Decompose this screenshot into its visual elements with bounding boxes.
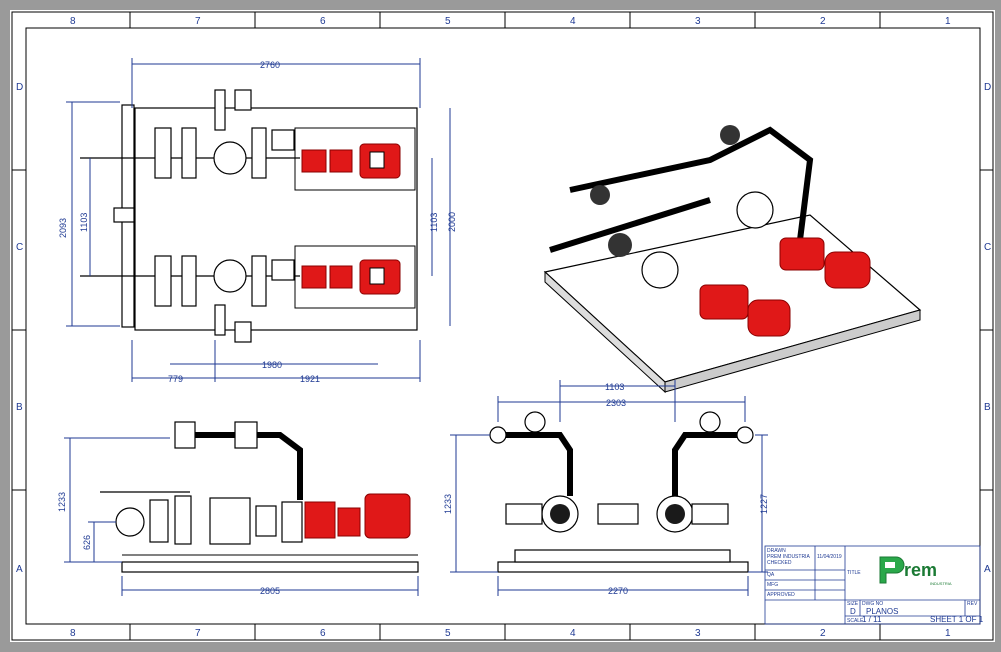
zone-bottom-4: 4 bbox=[570, 628, 576, 639]
plan-dimensions bbox=[66, 58, 451, 382]
zone-right-c: C bbox=[984, 242, 991, 253]
dim-front-base-length: 2270 bbox=[608, 586, 628, 596]
zone-left-a: A bbox=[16, 564, 23, 575]
dim-front-left-height: 1233 bbox=[443, 494, 453, 514]
zone-bottom-6: 6 bbox=[320, 628, 326, 639]
zone-left-b: B bbox=[16, 402, 23, 413]
front-dimensions bbox=[450, 380, 768, 596]
title-block bbox=[764, 545, 981, 625]
zone-bottom-3: 3 bbox=[695, 628, 701, 639]
zone-right-d: D bbox=[984, 82, 991, 93]
tb-drawn-date: 11/04/2019 bbox=[817, 554, 842, 560]
tb-drawn-by: PREM INDUSTRIA bbox=[767, 554, 810, 560]
inner-frame bbox=[25, 27, 981, 625]
zone-left-c: C bbox=[16, 242, 23, 253]
dim-front-top-span: 2303 bbox=[606, 398, 626, 408]
dim-plan-depth: 2093 bbox=[58, 218, 68, 238]
plan-view bbox=[80, 89, 418, 343]
tb-dwg-label: DWG NO bbox=[862, 601, 883, 607]
tb-scale-value: 1 / 11 bbox=[862, 615, 882, 624]
front-view bbox=[489, 411, 754, 573]
zone-bottom-2: 2 bbox=[820, 628, 826, 639]
zone-top-5: 5 bbox=[445, 16, 451, 27]
dim-plan-bottom-span: 1980 bbox=[262, 360, 282, 370]
zone-top-1: 1 bbox=[945, 16, 951, 27]
side-view bbox=[100, 421, 419, 573]
zone-top-6: 6 bbox=[320, 16, 326, 27]
zone-top-7: 7 bbox=[195, 16, 201, 27]
tb-sheet: SHEET 1 OF 1 bbox=[930, 615, 984, 624]
tb-scale-label: SCALE bbox=[847, 618, 864, 624]
zone-bottom-7: 7 bbox=[195, 628, 201, 639]
zone-top-4: 4 bbox=[570, 16, 576, 27]
dim-plan-right-depth: 2000 bbox=[447, 212, 457, 232]
drawing-sheet: 8 7 6 5 4 3 2 1 8 7 6 5 4 3 2 1 D C B A … bbox=[10, 10, 995, 642]
tb-dwg-value: PLANOS bbox=[866, 607, 898, 616]
zone-ticks bbox=[12, 12, 993, 640]
zone-right-a: A bbox=[984, 564, 991, 575]
dim-plan-right-spacing: 1103 bbox=[429, 213, 439, 232]
dim-side-inlet-height: 626 bbox=[82, 535, 92, 550]
engineering-drawing: 8 7 6 5 4 3 2 1 8 7 6 5 4 3 2 1 D C B A … bbox=[11, 11, 994, 641]
zone-top-8: 8 bbox=[70, 16, 76, 27]
tb-size-label: SIZE bbox=[847, 601, 859, 607]
logo-text: rem bbox=[904, 560, 937, 580]
dim-front-top-spacing: 1103 bbox=[605, 382, 624, 392]
zone-top-3: 3 bbox=[695, 16, 701, 27]
dim-front-right-height: 1227 bbox=[759, 494, 769, 514]
dim-plan-left-spacing: 1103 bbox=[79, 213, 89, 232]
dim-side-length: 2805 bbox=[260, 586, 280, 596]
tb-rev-label: REV bbox=[967, 601, 978, 607]
zone-bottom-5: 5 bbox=[445, 628, 451, 639]
tb-drawn-label: DRAWN bbox=[767, 548, 786, 554]
zone-bottom-1: 1 bbox=[945, 628, 951, 639]
tb-approved-label: APPROVED bbox=[767, 592, 795, 598]
dim-side-height: 1233 bbox=[57, 492, 67, 512]
logo-subtext: INDUSTRIA bbox=[930, 581, 952, 586]
side-dimensions bbox=[64, 437, 419, 596]
isometric-view bbox=[543, 125, 922, 394]
dim-plan-width: 2760 bbox=[260, 60, 280, 70]
zone-top-2: 2 bbox=[820, 16, 826, 27]
tb-size-value: D bbox=[850, 607, 856, 616]
tb-mfg-label: MFG bbox=[767, 582, 778, 588]
tb-qa-label: QA bbox=[767, 572, 775, 578]
dim-plan-bottom-right: 1921 bbox=[300, 374, 320, 384]
prem-logo: rem INDUSTRIA bbox=[879, 556, 952, 586]
dim-plan-bottom-left: 779 bbox=[168, 374, 183, 384]
tb-title-label: TITLE bbox=[847, 570, 861, 576]
tb-checked-label: CHECKED bbox=[767, 560, 792, 566]
zone-bottom-8: 8 bbox=[70, 628, 76, 639]
outer-frame bbox=[11, 11, 994, 641]
zone-right-b: B bbox=[984, 402, 991, 413]
zone-left-d: D bbox=[16, 82, 23, 93]
